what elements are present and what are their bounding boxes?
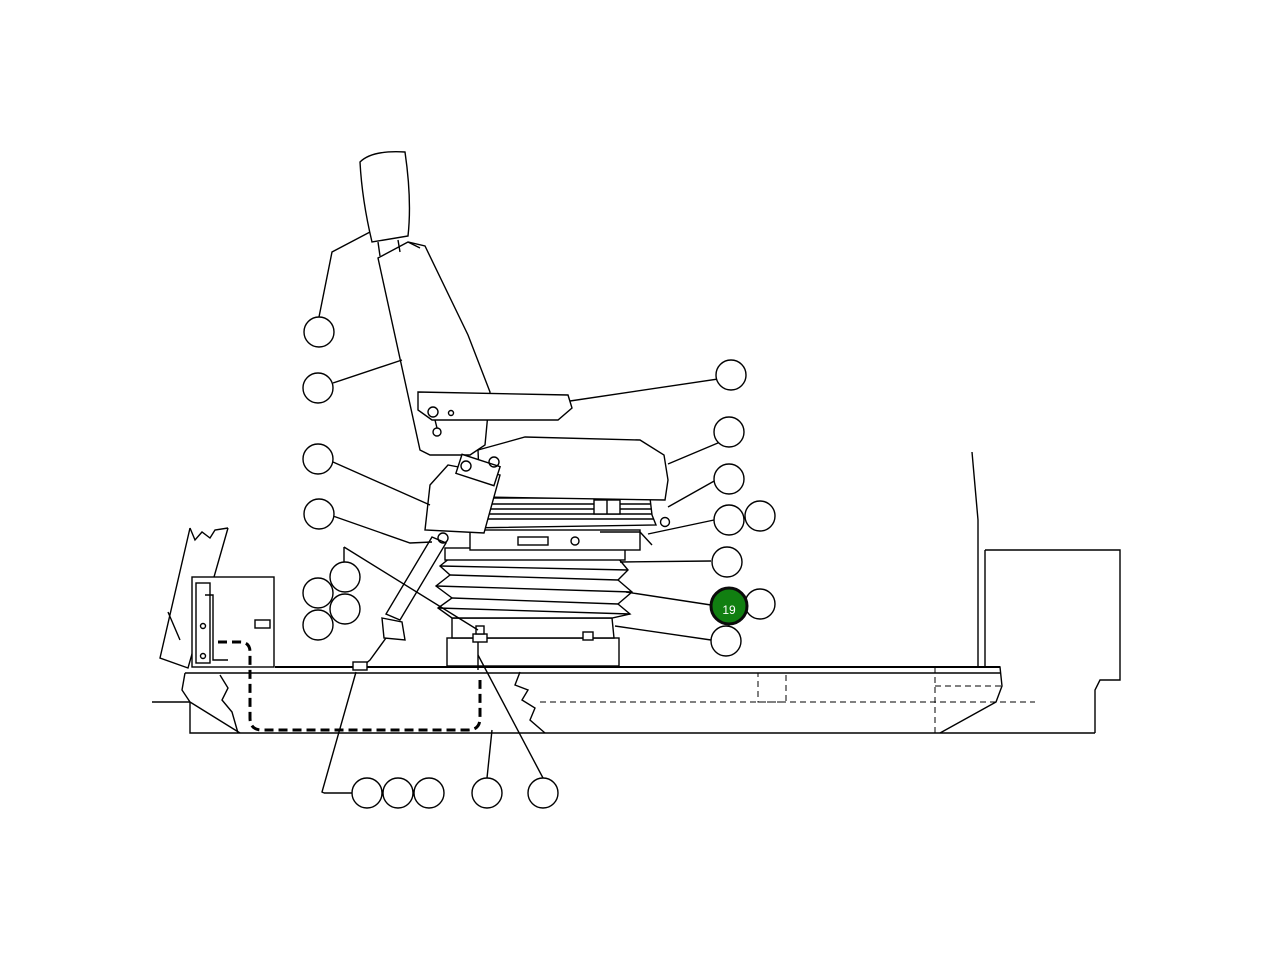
callout-13[interactable] [744,500,776,532]
callout-1[interactable] [303,316,335,348]
rear-wall [971,451,1121,733]
callout-18[interactable] [382,777,414,809]
callout-8[interactable] [302,609,334,641]
headrest [359,151,411,257]
callout-2[interactable] [302,372,334,404]
mounting-bolts [352,625,594,671]
svg-text:19: 19 [722,603,736,617]
cab-floor [152,666,1095,734]
callout-16[interactable] [710,625,742,657]
seat-base [446,617,620,667]
armrest [417,391,573,437]
callout-10[interactable] [713,416,745,448]
front-console [159,527,275,669]
callout-7[interactable] [329,593,361,625]
callout-17[interactable] [351,777,383,809]
seat-slide [469,529,653,551]
callout-9[interactable] [715,359,747,391]
seat-back [377,241,491,456]
callout-12[interactable] [713,504,745,536]
callout-19[interactable]: 19 [709,586,749,626]
callout-5[interactable] [329,561,361,593]
callout-6[interactable] [302,577,334,609]
seat-belt-retractor [357,453,501,671]
callout-11[interactable] [713,463,745,495]
callout-3[interactable] [302,443,334,475]
callout-4[interactable] [303,498,335,530]
callout-20[interactable] [413,777,445,809]
callout-15[interactable] [744,588,776,620]
wiring-harness [218,640,482,732]
callout-14[interactable] [711,546,743,578]
callout-21[interactable] [471,777,503,809]
suspension-bellows [434,547,634,619]
callout-22[interactable] [527,777,559,809]
leader-lines [318,231,746,794]
